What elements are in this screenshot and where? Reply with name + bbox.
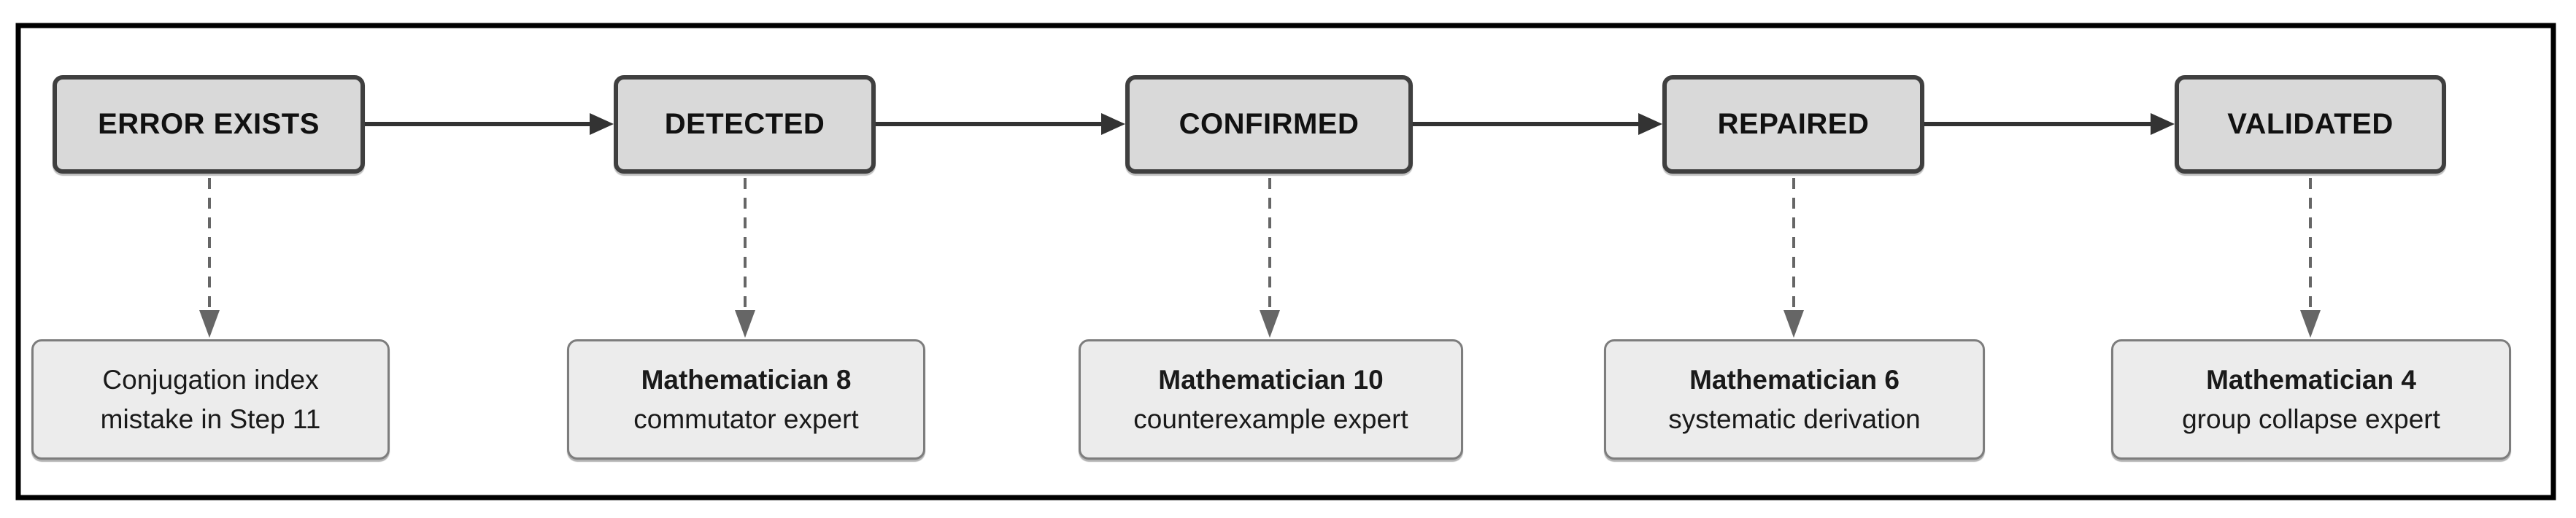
stage-label: VALIDATED	[2227, 108, 2394, 140]
detail-box-confirmed-by: Mathematician 10 counterexample expert	[1079, 339, 1463, 460]
detail-line-1: Conjugation index	[102, 364, 319, 395]
stage-box-error-exists: ERROR EXISTS	[53, 75, 365, 174]
detail-box-repaired-by: Mathematician 6 systematic derivation	[1604, 339, 1985, 460]
flow-arrow-icon-3	[1413, 113, 1662, 135]
dashed-arrow-icon-2	[735, 178, 755, 338]
dashed-arrow-icon-4	[1783, 178, 1804, 338]
stage-label: DETECTED	[664, 108, 825, 140]
detail-line-2: counterexample expert	[1133, 403, 1408, 434]
stage-label: CONFIRMED	[1179, 108, 1360, 140]
detail-box-detected-by: Mathematician 8 commutator expert	[567, 339, 925, 460]
detail-box-error-cause: Conjugation index mistake in Step 11	[31, 339, 390, 460]
stage-label: REPAIRED	[1717, 108, 1870, 140]
stage-box-confirmed: CONFIRMED	[1125, 75, 1413, 174]
detail-line-2: systematic derivation	[1668, 403, 1921, 434]
stage-label: ERROR EXISTS	[98, 108, 320, 140]
detail-line-1: Mathematician 10	[1158, 364, 1384, 395]
detail-line-1: Mathematician 6	[1689, 364, 1900, 395]
detail-line-1: Mathematician 8	[641, 364, 852, 395]
dashed-arrow-icon-5	[2300, 178, 2321, 338]
detail-line-2: commutator expert	[633, 403, 859, 434]
dashed-arrow-icon-3	[1260, 178, 1280, 338]
detail-line-2: mistake in Step 11	[100, 403, 321, 434]
stage-box-detected: DETECTED	[614, 75, 876, 174]
detail-line-2: group collapse expert	[2182, 403, 2440, 434]
flow-arrow-icon-1	[365, 113, 614, 135]
detail-line-1: Mathematician 4	[2206, 364, 2416, 395]
flow-arrow-icon-2	[876, 113, 1125, 135]
stage-box-validated: VALIDATED	[2175, 75, 2446, 174]
dashed-arrow-icon-1	[199, 178, 220, 338]
flow-arrow-icon-4	[1924, 113, 2175, 135]
outer-frame	[15, 23, 2556, 500]
detail-box-validated-by: Mathematician 4 group collapse expert	[2111, 339, 2511, 460]
stage-box-repaired: REPAIRED	[1662, 75, 1924, 174]
